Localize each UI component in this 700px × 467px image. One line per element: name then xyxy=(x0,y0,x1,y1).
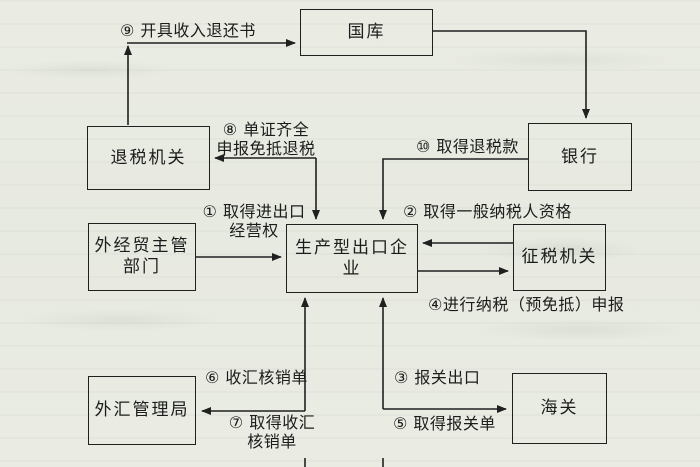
node-customs: 海关 xyxy=(512,373,607,444)
node-foreign-trade-dept-line2: 部门 xyxy=(123,257,161,277)
node-foreign-trade-dept-line1: 外经贸主管 xyxy=(94,236,190,256)
edge-label-step3: ③ 报关出口 xyxy=(394,368,481,387)
edge-label-step10: ⑩ 取得退税款 xyxy=(416,137,519,156)
edge-label-step8-line2: 申报免抵退税 xyxy=(216,139,316,158)
edge-label-step6: ⑥ 收汇核销单 xyxy=(205,368,308,387)
node-export-enterprise-label: 生产型出口企业 xyxy=(295,237,409,279)
edge-label-step2: ② 取得一般纳税人资格 xyxy=(403,202,572,221)
edge-label-step8: ⑧ 单证齐全 申报免抵退税 xyxy=(208,120,324,158)
edge-label-step8-line1: ⑧ 单证齐全 xyxy=(222,120,310,139)
arrow-step10 xyxy=(379,158,528,220)
node-treasury: 国库 xyxy=(300,9,433,56)
arrow-treasury-to-bank xyxy=(433,30,590,119)
node-foreign-trade-dept: 外经贸主管 部门 xyxy=(88,223,196,291)
edge-label-step7-line1: ⑦ 取得收汇 xyxy=(228,413,316,432)
node-tax-authority-label: 征税机关 xyxy=(521,247,598,267)
node-forex-admin-label: 外汇管理局 xyxy=(94,400,190,420)
edge-label-step7-line2: 核销单 xyxy=(247,432,297,451)
edge-label-step1: ① 取得进出口 经营权 xyxy=(199,202,309,240)
node-forex-admin: 外汇管理局 xyxy=(88,376,196,445)
edge-label-step7: ⑦ 取得收汇 核销单 xyxy=(221,413,323,451)
node-bank-label: 银行 xyxy=(561,146,599,167)
node-refund-authority: 退税机关 xyxy=(87,126,210,190)
node-bank: 银行 xyxy=(528,123,632,191)
node-treasury-label: 国库 xyxy=(347,22,386,42)
node-tax-authority: 征税机关 xyxy=(513,224,606,291)
node-export-enterprise: 生产型出口企业 xyxy=(286,224,418,293)
edge-label-step1-line1: ① 取得进出口 xyxy=(202,202,306,221)
node-customs-label: 海关 xyxy=(540,398,579,418)
edge-label-step1-line2: 经营权 xyxy=(229,221,279,240)
edge-label-step4: ④进行纳税（预免抵）申报 xyxy=(428,295,625,314)
edge-label-step9: ⑨ 开具收入退还书 xyxy=(120,21,256,40)
edge-label-step5: ⑤ 取得报关单 xyxy=(393,414,496,433)
node-refund-authority-label: 退税机关 xyxy=(110,147,187,168)
